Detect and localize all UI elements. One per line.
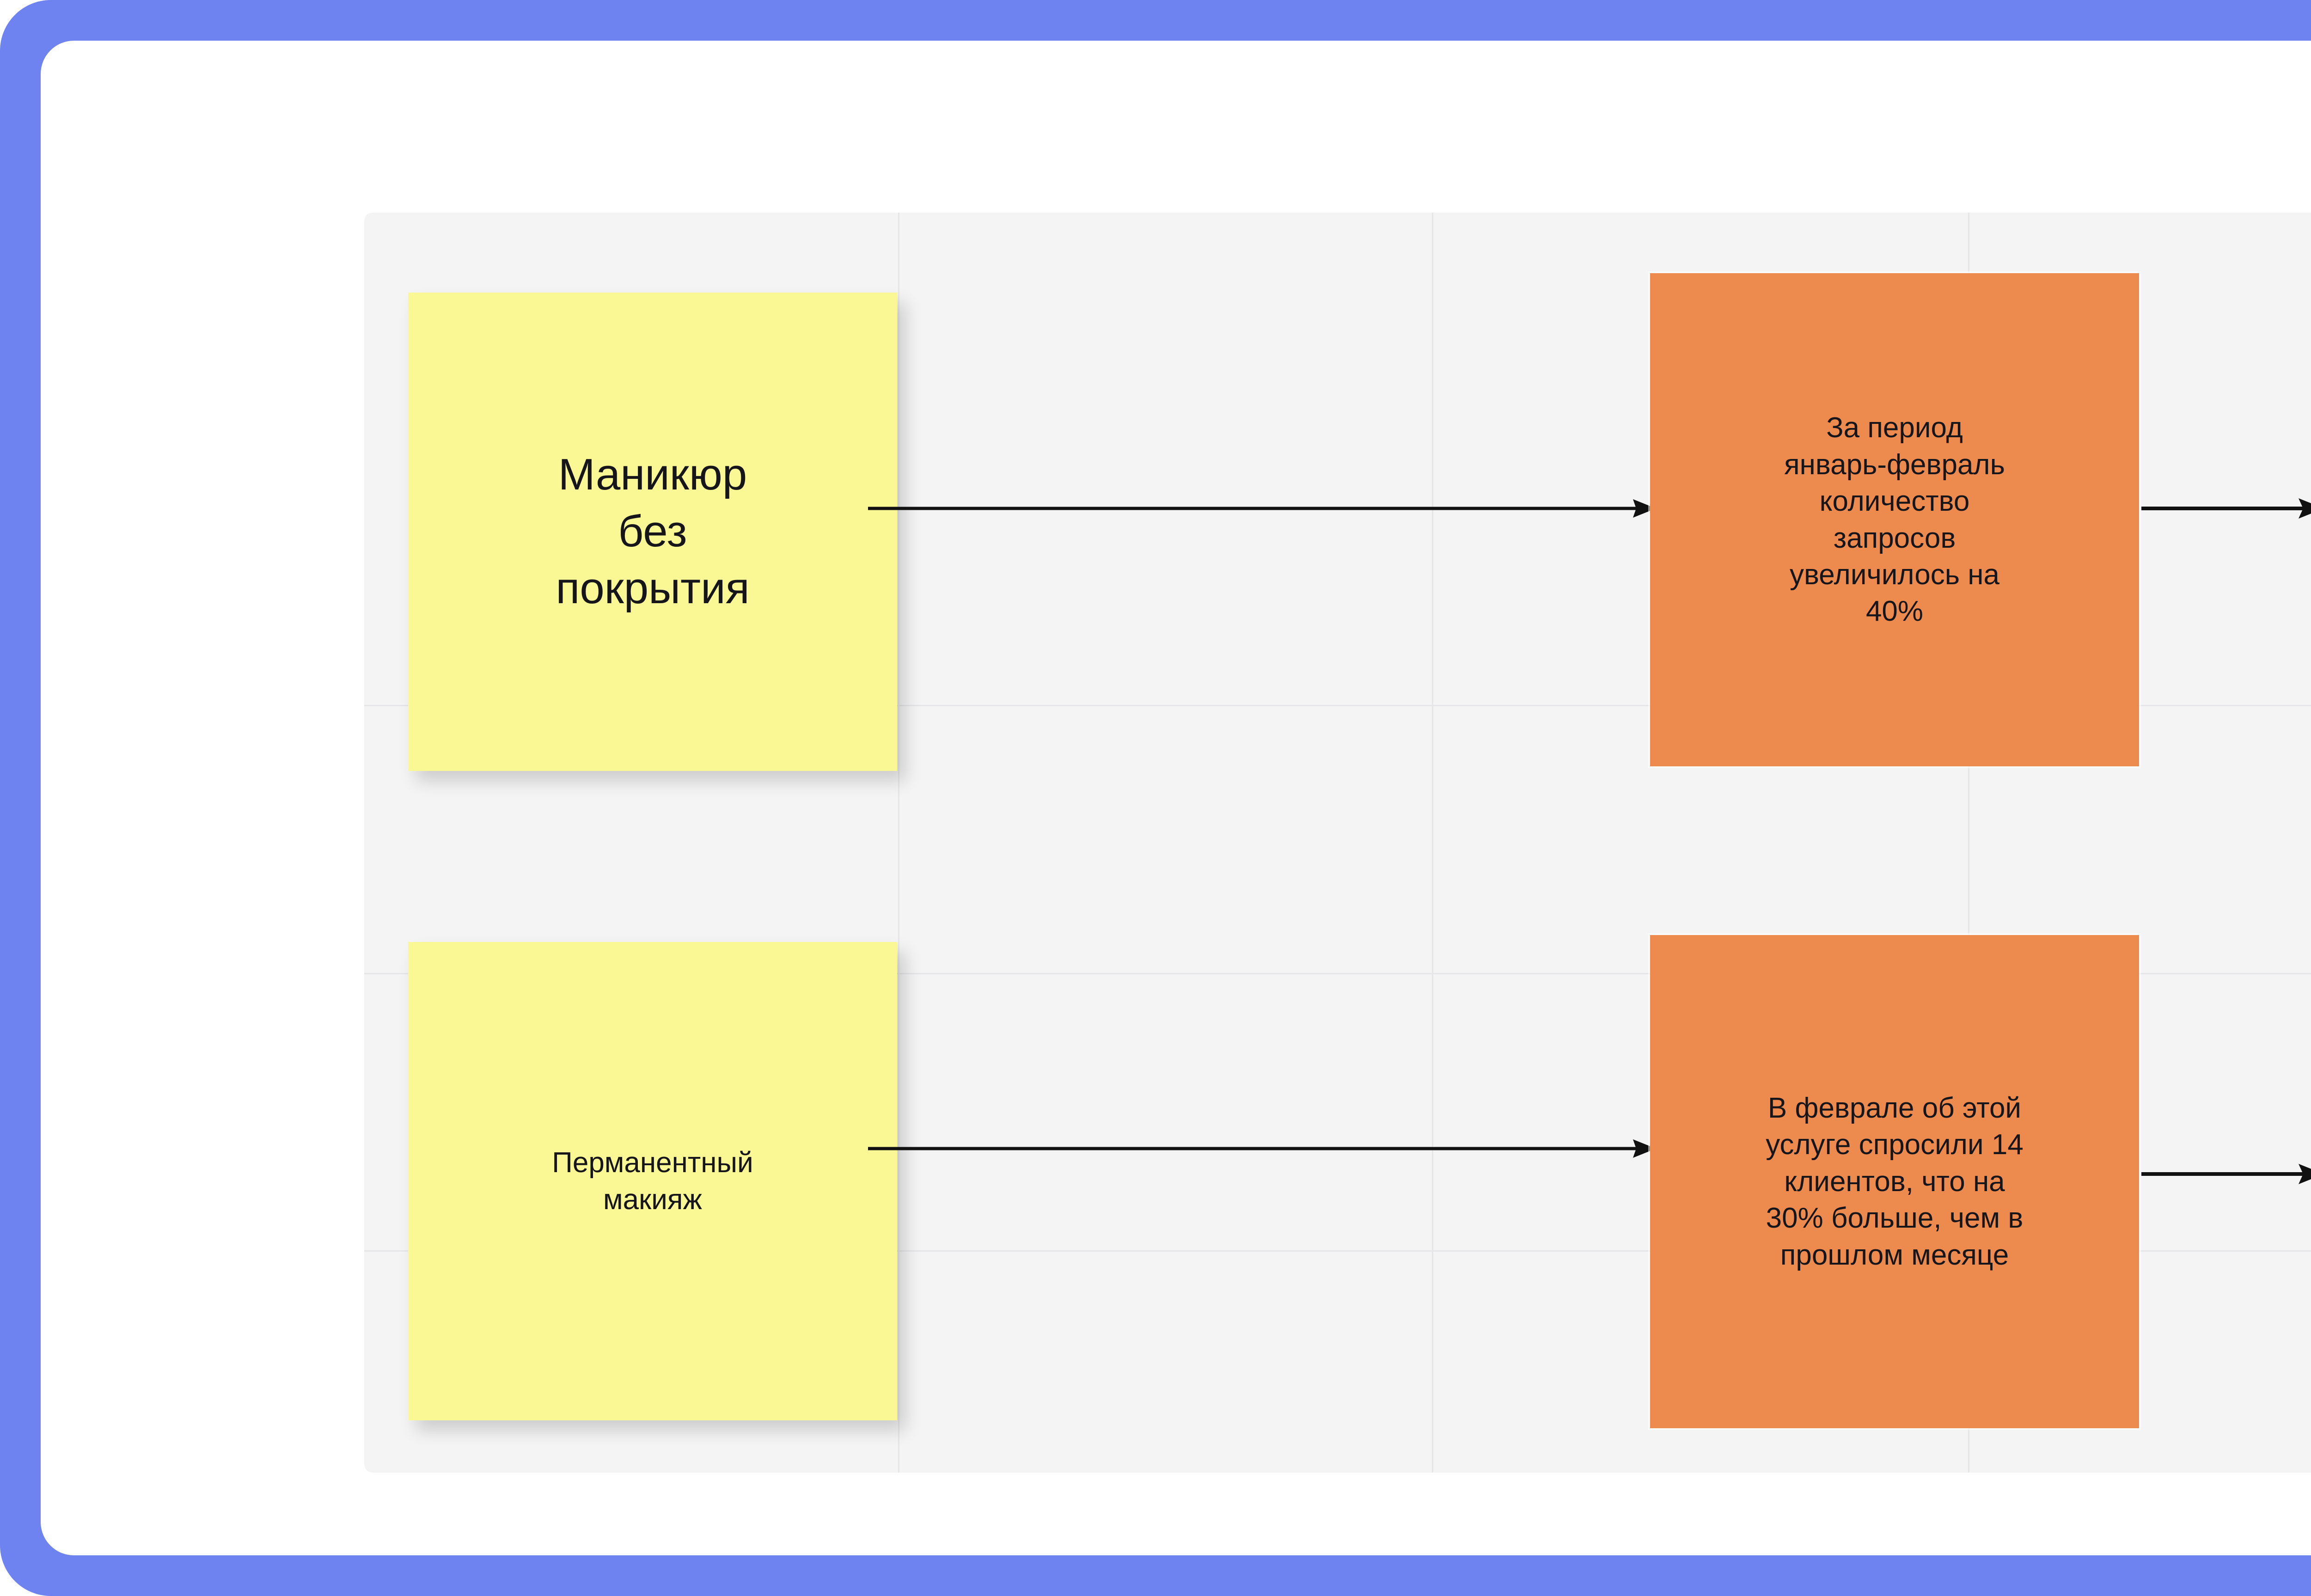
service-card-2[interactable]: Перманентный макияж bbox=[408, 942, 897, 1420]
insight-card-2-label: В феврале об этой услуге спросили 14 кли… bbox=[1766, 1092, 2024, 1271]
connector-service-to-insight-2 bbox=[868, 1139, 1656, 1158]
service-card-1-label: Маникюр без покрытия bbox=[556, 450, 750, 613]
whiteboard-canvas[interactable]: Маникюр без покрытия За период январь-фе… bbox=[364, 213, 2311, 1473]
insight-card-1[interactable]: За период январь-февраль количество запр… bbox=[1650, 273, 2139, 766]
grid-line-vertical bbox=[1968, 213, 1969, 1473]
grid-line-vertical bbox=[898, 213, 899, 1473]
connector-insight-to-impact-1 bbox=[2141, 498, 2311, 519]
connector-insight-to-impact-2 bbox=[2141, 1164, 2311, 1184]
white-panel: Маникюр без покрытия За период январь-фе… bbox=[41, 41, 2311, 1555]
insight-card-2[interactable]: В феврале об этой услуге спросили 14 кли… bbox=[1650, 935, 2139, 1428]
grid-line-vertical bbox=[1432, 213, 1433, 1473]
service-card-2-label: Перманентный макияж bbox=[552, 1147, 753, 1216]
insight-card-1-label: За период январь-февраль количество запр… bbox=[1784, 412, 2005, 628]
grid-line-horizontal bbox=[364, 705, 2311, 706]
service-card-1[interactable]: Маникюр без покрытия bbox=[408, 293, 897, 771]
grid-line-horizontal bbox=[364, 973, 2311, 974]
connector-service-to-insight-1 bbox=[868, 499, 1656, 518]
grid-line-horizontal bbox=[364, 1250, 2311, 1252]
